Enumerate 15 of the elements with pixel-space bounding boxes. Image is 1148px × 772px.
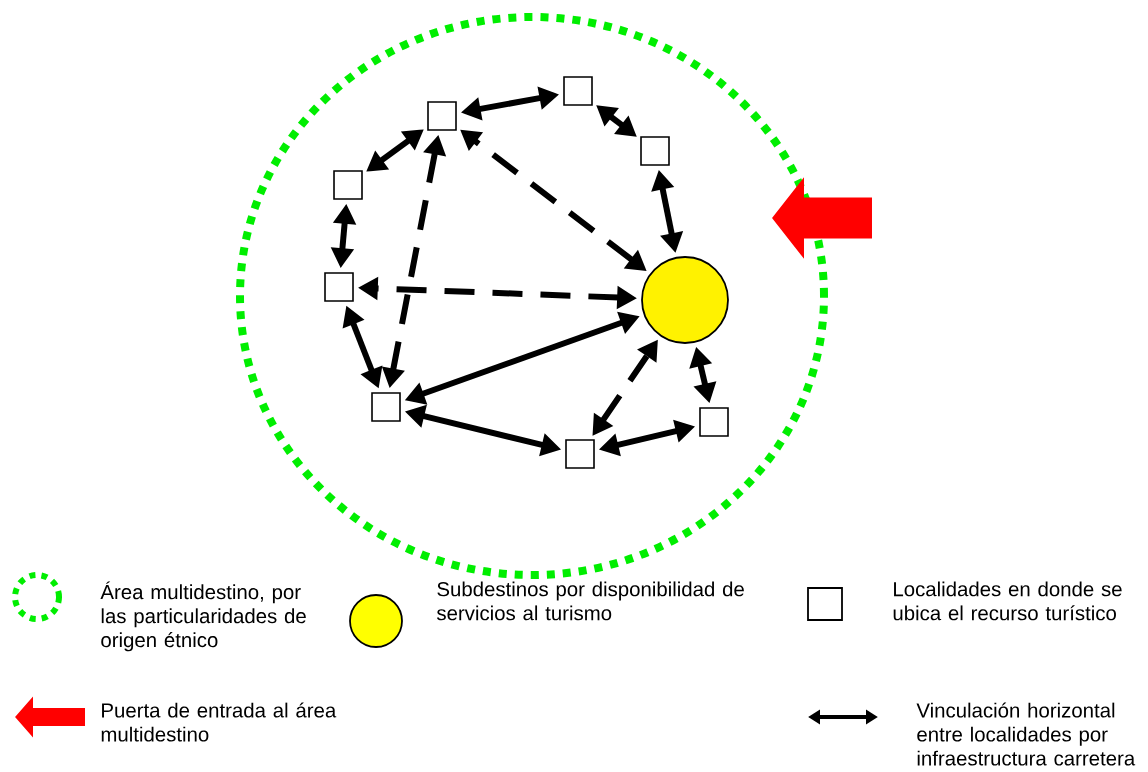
square (427, 101, 457, 131)
square (565, 439, 595, 469)
square (699, 407, 729, 437)
square (563, 76, 593, 106)
square (333, 170, 363, 200)
square (324, 272, 354, 302)
legend-text: Vinculación horizontal entre localidades por infraestructura carretera (916, 702, 1136, 766)
square (640, 136, 670, 166)
legend-text: Localidades en donde se ubica el recurso turístico (893, 581, 1122, 621)
square (371, 392, 401, 422)
legend-text: Puerta de entrada al área multidestino (101, 702, 337, 742)
filled-circle (641, 256, 729, 344)
legend-text: Área multidestino, por las particularidades de origen étnico (100, 581, 306, 652)
dotted-circle (236, 13, 828, 579)
legend-text: Subdestinos por disponibilidad de servicios al turismo (436, 581, 744, 621)
